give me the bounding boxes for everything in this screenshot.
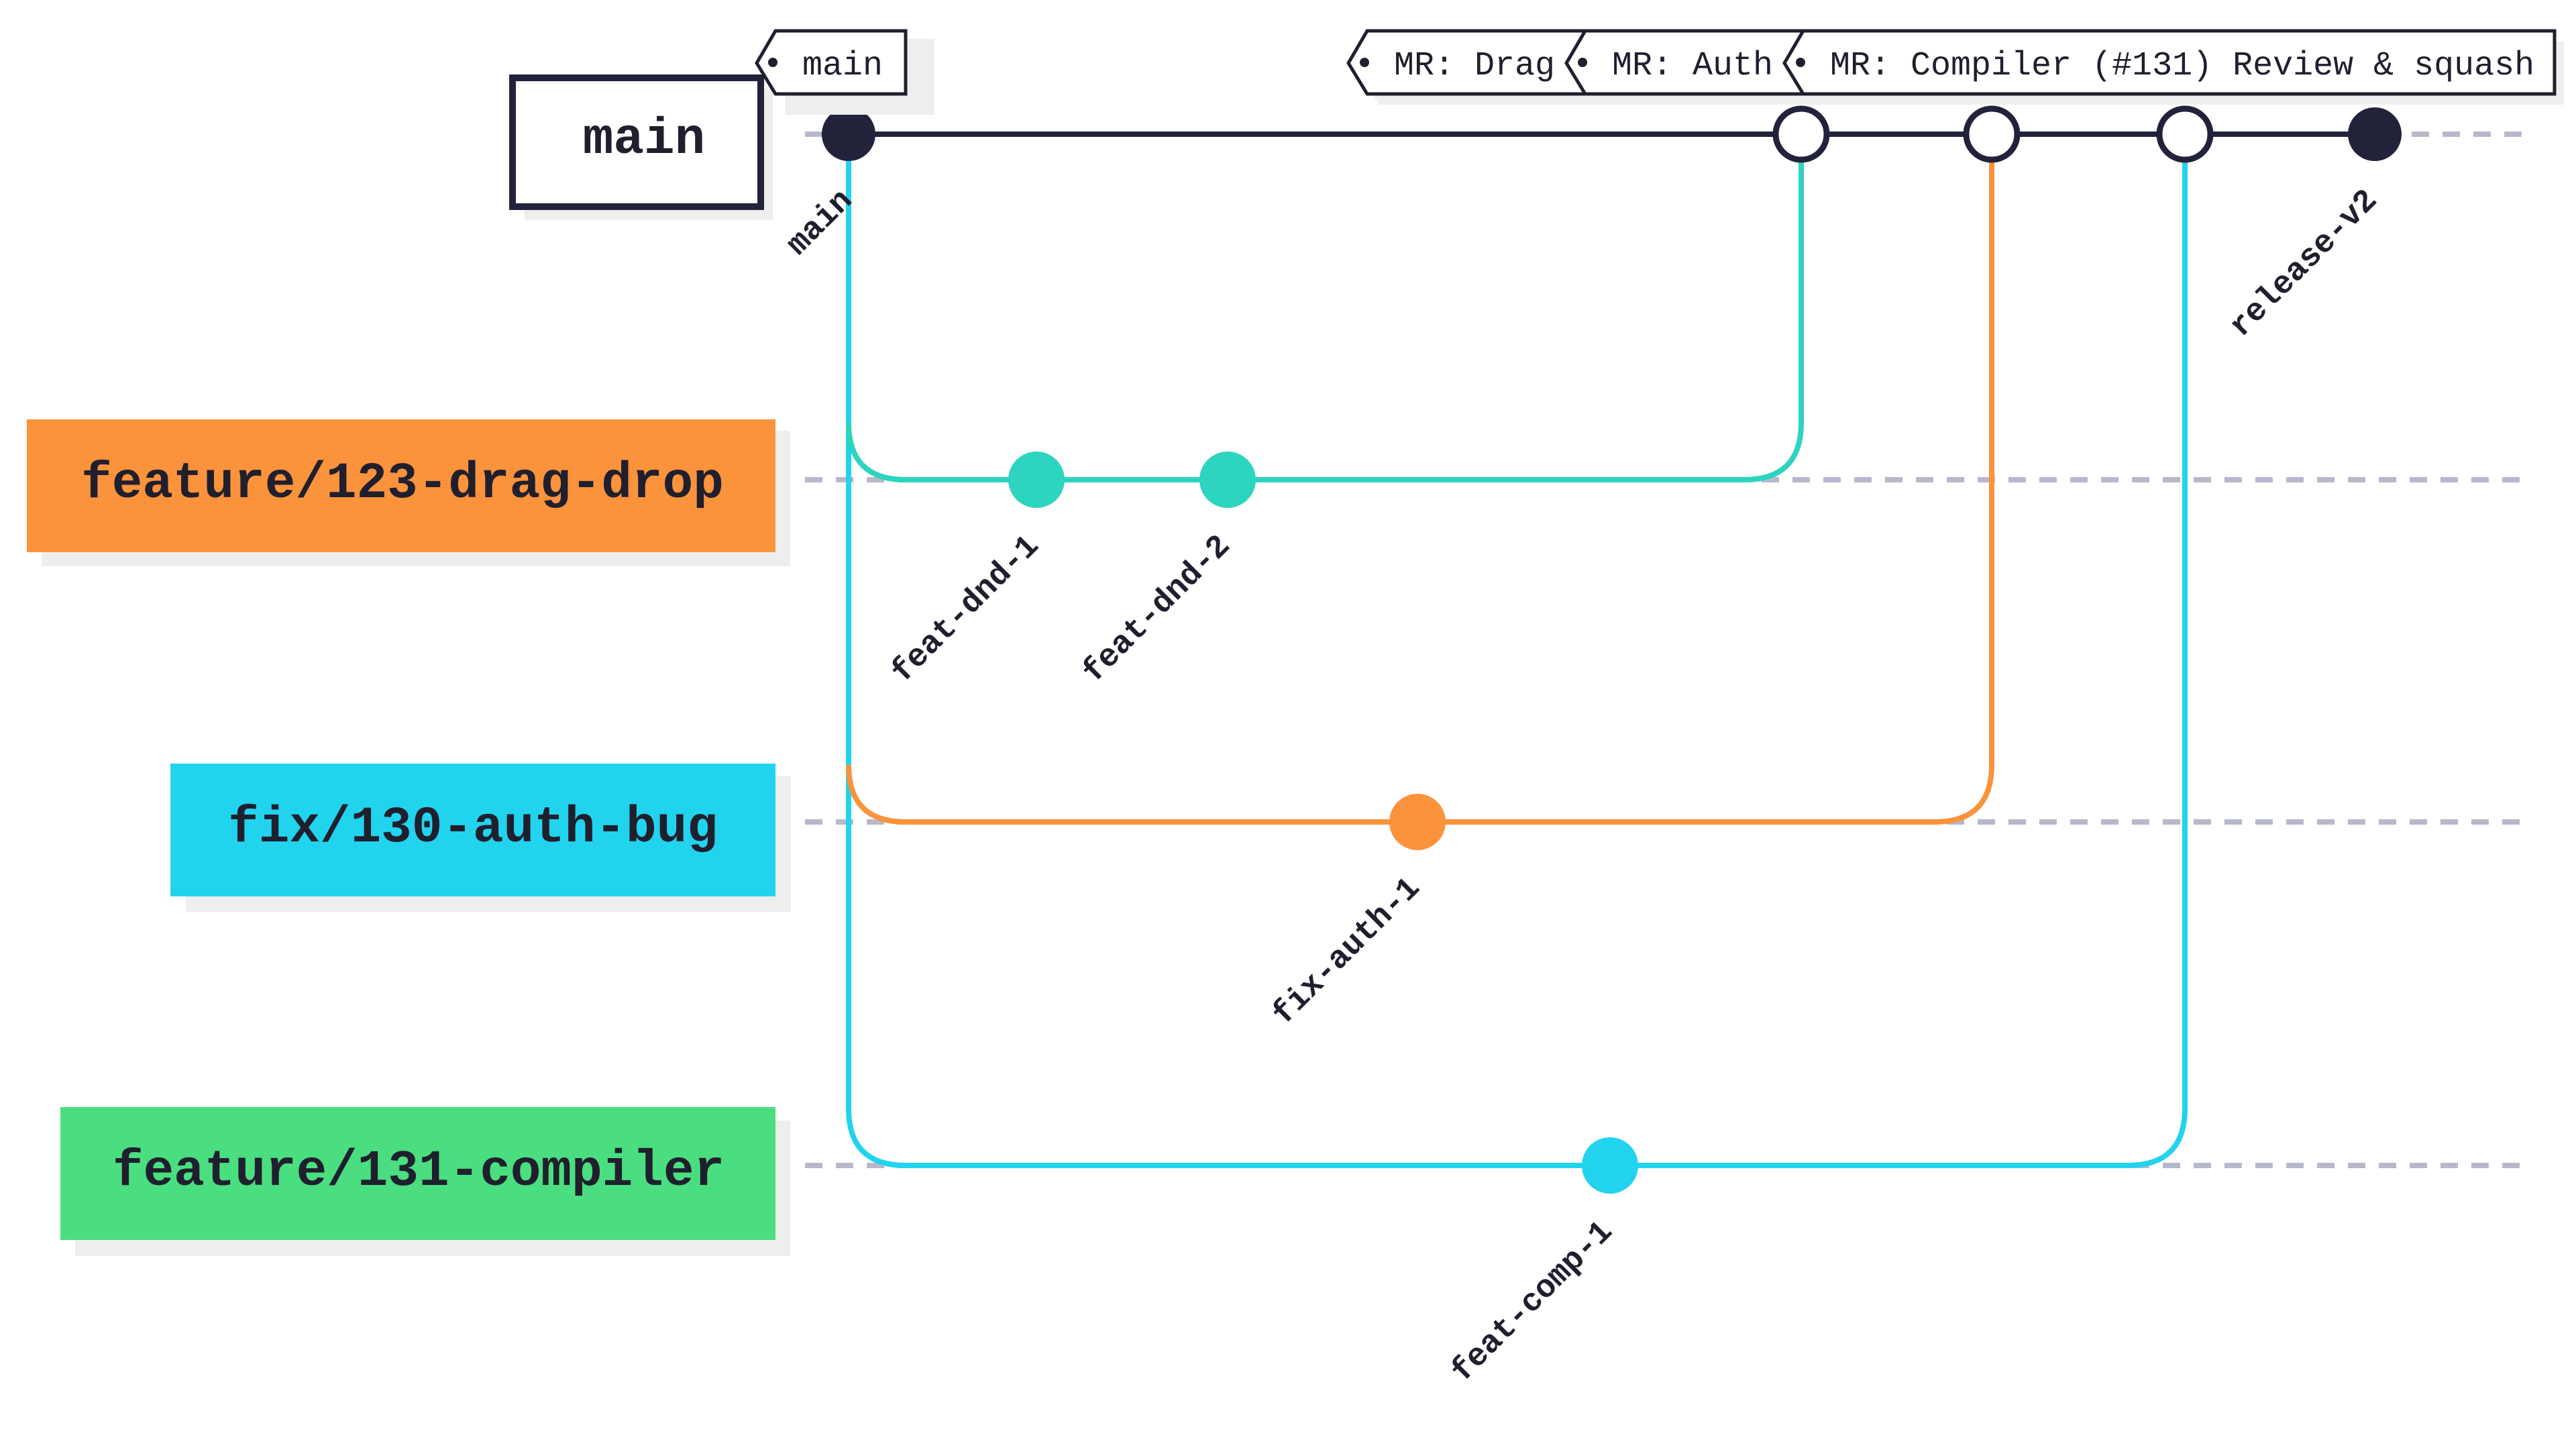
branch-label-main: main — [509, 74, 773, 220]
commit-label-feat-comp-1: feat-comp-1 — [1444, 1214, 1620, 1390]
tag-mr-auth-hole — [1578, 58, 1587, 67]
tag-mr-drag-hole — [1360, 58, 1369, 67]
branch-label-main-text: main — [583, 111, 705, 168]
commit-label-feat-dnd-2: feat-dnd-2 — [1076, 528, 1238, 690]
commit-label-release-v2: release-v2 — [2223, 183, 2385, 345]
tags: main MR: Drag MR: Auth MR: Compiler (#13… — [755, 29, 2564, 115]
branch-label-drag-drop: feature/123-drag-drop — [27, 419, 790, 566]
branch-label-compiler-text: feature/131-compiler — [113, 1143, 724, 1200]
tag-main-hole — [768, 58, 777, 67]
commits — [822, 105, 2402, 1194]
branch-path-auth — [846, 134, 1994, 825]
tag-mr-compiler-hole — [1796, 58, 1805, 67]
branch-path-compiler — [846, 134, 2188, 1168]
branch-path-drag-drop — [846, 134, 1804, 482]
commit-main[interactable] — [822, 107, 875, 161]
tag-mr-auth-text: MR: Auth — [1612, 47, 1773, 85]
branch-label-drag-drop-text: feature/123-drag-drop — [81, 455, 724, 513]
tag-main[interactable]: main — [755, 29, 934, 115]
commit-labels: main feat-dnd-1 feat-dnd-2 fix-auth-1 fe… — [780, 183, 2385, 1390]
commit-merge-auth[interactable] — [1963, 105, 2021, 163]
commit-merge-compiler[interactable] — [2156, 105, 2214, 163]
branch-label-compiler: feature/131-compiler — [60, 1107, 790, 1256]
commit-feat-dnd-2[interactable] — [1199, 452, 1256, 508]
branch-paths — [846, 132, 2375, 1168]
commit-label-feat-dnd-1: feat-dnd-1 — [885, 528, 1047, 690]
tag-mr-drag-text: MR: Drag — [1394, 47, 1555, 85]
tag-mr-compiler-text: MR: Compiler (#131) Review & squash — [1830, 47, 2534, 85]
tag-main-text: main — [802, 47, 883, 85]
commit-fix-auth-1[interactable] — [1389, 794, 1446, 850]
tag-mr-compiler[interactable]: MR: Compiler (#131) Review & squash — [1782, 29, 2564, 105]
commit-feat-comp-1[interactable] — [1582, 1137, 1638, 1194]
branch-label-auth: fix/130-auth-bug — [170, 764, 791, 912]
commit-merge-drag[interactable] — [1772, 105, 1830, 163]
commit-feat-dnd-1[interactable] — [1008, 452, 1065, 508]
branch-label-auth-text: fix/130-auth-bug — [228, 799, 718, 857]
commit-release-v2[interactable] — [2348, 107, 2402, 161]
commit-label-fix-auth-1: fix-auth-1 — [1266, 870, 1428, 1033]
